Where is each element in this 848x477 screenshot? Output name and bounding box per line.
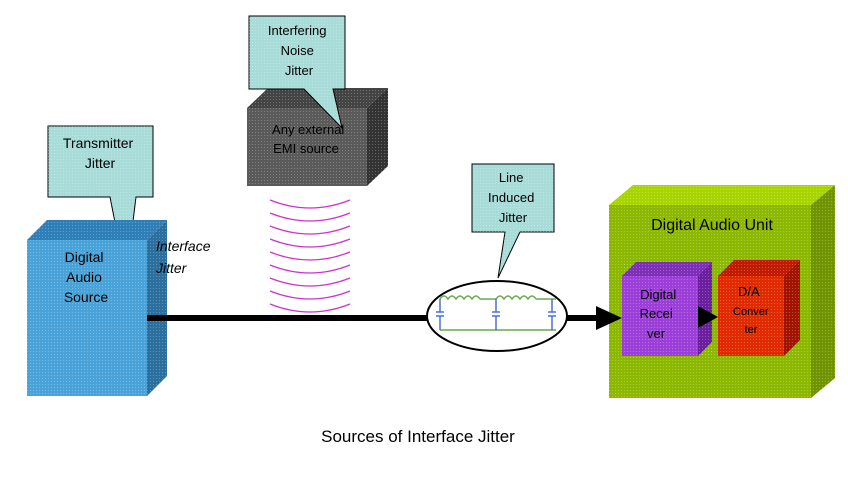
svg-text:Digital Recei ver: Digital Recei ver [640, 287, 680, 341]
converter-line-2: Conver [733, 306, 769, 318]
interface-jitter-line-2: Jitter [155, 260, 188, 276]
noise-waves [269, 199, 351, 313]
noise-wave-arc [269, 212, 351, 222]
svg-text:Any external EMI source: Any external EMI source [272, 122, 348, 156]
svg-text:D/A Conver ter: D/A Conver ter [733, 283, 773, 336]
transmitter-callout-line-1: Transmitter [63, 135, 134, 151]
source-line-3: Source [64, 289, 109, 305]
noise-wave-arc [269, 238, 351, 248]
source-line-1: Digital [65, 249, 104, 265]
digital-receiver-block: Digital Recei ver [622, 262, 712, 356]
receiver-to-converter-arrow [698, 306, 718, 328]
noise-wave-arc [269, 277, 351, 287]
line-induced-jitter-callout: Line Induced Jitter [471, 163, 555, 279]
emi-source-block: Any external EMI source [247, 88, 388, 186]
source-line-2: Audio [66, 269, 102, 285]
receiver-line-3: ver [647, 326, 666, 341]
noise-wave-arc [269, 251, 351, 261]
interface-jitter-label: Interface Jitter [155, 238, 214, 276]
noise-wave-arc [269, 225, 351, 235]
digital-audio-unit-title: Digital Audio Unit [651, 217, 773, 234]
interfering-callout-line-1: Interfering [268, 23, 327, 38]
cable-arrowhead [596, 306, 622, 330]
line-filter-ellipse [426, 280, 568, 352]
noise-wave-arc [269, 199, 351, 209]
line-induced-callout-line-2: Induced [488, 190, 534, 205]
svg-text:Digital Audio Sour: Digital Audio Source [64, 249, 109, 305]
emi-source-line-2: EMI source [273, 141, 339, 156]
interfering-callout-line-2: Noise [281, 43, 314, 58]
noise-wave-arc [269, 303, 351, 313]
diagram-caption: Sources of Interface Jitter [321, 427, 515, 446]
receiver-line-2: Recei [640, 306, 673, 321]
interfering-callout-line-3: Jitter [285, 63, 314, 78]
line-induced-callout-line-3: Jitter [499, 210, 528, 225]
receiver-line-1: Digital [640, 287, 676, 302]
svg-text:Transmitter Jitter: Transmitter Jitter [63, 135, 137, 171]
converter-line-1: D/A [738, 284, 760, 299]
svg-text:Line Induced Jitte: Line Induced Jitter [488, 170, 538, 225]
svg-text:Interfering Noise: Interfering Noise Jitter [268, 23, 330, 78]
line-induced-callout-line-1: Line [499, 170, 524, 185]
noise-wave-arc [269, 264, 351, 274]
interfering-noise-jitter-callout: Interfering Noise Jitter [248, 15, 346, 130]
interface-jitter-line-1: Interface [156, 238, 211, 254]
transmitter-callout-line-2: Jitter [85, 155, 116, 171]
cable [147, 306, 622, 330]
emi-source-line-1: Any external [272, 122, 344, 137]
da-converter-block: D/A Conver ter [718, 260, 800, 356]
digital-audio-source-block: Digital Audio Source [27, 220, 167, 396]
noise-wave-arc [269, 290, 351, 300]
converter-line-3: ter [745, 324, 758, 336]
